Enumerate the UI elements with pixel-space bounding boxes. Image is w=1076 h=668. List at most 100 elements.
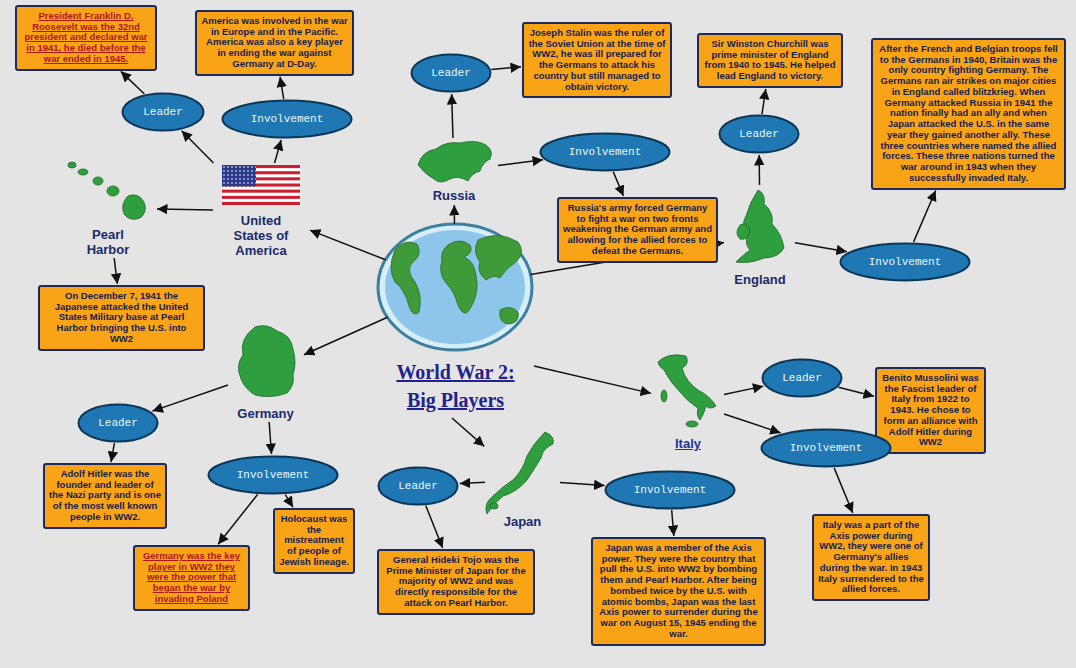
ellipse-outline <box>606 472 735 509</box>
ellipse-label: Involvement <box>569 146 642 158</box>
connector-arrow <box>121 71 145 94</box>
connector-arrow <box>834 468 853 513</box>
ellipse-label: Involvement <box>790 442 863 454</box>
info-box: Italy was a part of the Axis power durin… <box>812 514 930 601</box>
country-name: Pearl Harbor <box>79 228 137 258</box>
diagram-title: World War 2: Big Players <box>386 358 526 414</box>
topic-ellipse: Involvement <box>221 99 353 139</box>
country-name: Germany <box>237 407 293 422</box>
topic-ellipse: Leader <box>377 466 459 506</box>
connector-arrow <box>913 190 935 242</box>
country-name: England <box>734 273 785 288</box>
ellipse-outline <box>841 244 970 281</box>
ellipse-outline <box>412 55 491 92</box>
country-name: Russia <box>433 189 476 204</box>
country-name: Italy <box>675 437 701 452</box>
ellipse-label: Leader <box>782 372 822 384</box>
connector-arrow <box>452 418 484 446</box>
ellipse-label: Involvement <box>869 256 942 268</box>
connector-arrow <box>491 67 521 70</box>
connector-arrow <box>310 230 386 260</box>
info-box: Benito Mussolini was the Fascist leader … <box>875 367 986 454</box>
info-box: Germany was the key player in WW2 they w… <box>133 545 250 611</box>
topic-ellipse: Involvement <box>760 428 892 468</box>
ellipse-label: Leader <box>739 128 779 140</box>
connector-arrow <box>613 172 623 196</box>
connector-arrow <box>724 386 763 394</box>
us-flag <box>222 165 300 205</box>
connector-arrow <box>560 483 605 486</box>
connector-arrow <box>460 482 485 483</box>
box-text: Benito Mussolini was the Fascist leader … <box>881 373 980 448</box>
connector-arrow <box>304 317 388 354</box>
country-node: United States of America <box>213 163 309 259</box>
info-box: Adolf Hitler was the founder and leader … <box>43 463 167 529</box>
info-box: Holocaust was the mistreatment of people… <box>273 508 355 574</box>
ellipse-outline <box>79 405 158 442</box>
ellipse-outline <box>763 360 842 397</box>
ellipse-outline <box>223 101 352 138</box>
country-node: England <box>725 185 795 288</box>
ellipse-outline <box>720 116 799 153</box>
box-text: Sir Winston Churchill was prime minister… <box>703 39 837 82</box>
country-node: Pearl Harbor <box>60 158 156 258</box>
box-text: Adolf Hitler was the founder and leader … <box>49 469 161 523</box>
info-box: President Franklin D. Roosevelt was the … <box>15 5 157 71</box>
connector-arrow <box>724 414 781 433</box>
connector-arrow <box>762 89 766 114</box>
connector-arrow <box>275 140 282 163</box>
ellipse-outline <box>379 468 458 505</box>
connector-arrow <box>157 209 213 210</box>
connector-arrow <box>114 258 117 284</box>
ellipse-label: Leader <box>398 480 438 492</box>
ellipse-outline <box>541 134 670 171</box>
topic-ellipse: Leader <box>121 92 205 132</box>
info-box: General Hideki Tojo was the Prime Minist… <box>377 549 535 615</box>
connector-arrow <box>152 385 228 411</box>
ellipse-label: Leader <box>98 417 138 429</box>
connector-arrow <box>672 510 674 536</box>
ellipse-outline <box>762 430 891 467</box>
info-box: America was involved in the war in Europ… <box>195 10 354 76</box>
country-node: Germany <box>228 322 303 422</box>
info-box: On December 7, 1941 the Japanese attacke… <box>38 285 205 351</box>
connector-arrow <box>452 94 453 138</box>
info-box: Russia's army forced Germany to fight a … <box>557 197 718 263</box>
country-node: Russia <box>410 138 498 204</box>
info-box: After the French and Belgian troops fell… <box>871 38 1066 190</box>
connector-arrow <box>534 366 651 393</box>
ellipse-outline <box>123 94 204 131</box>
box-text: General Hideki Tojo was the Prime Minist… <box>383 555 529 609</box>
info-box: Sir Winston Churchill was prime minister… <box>697 33 843 88</box>
topic-ellipse: Involvement <box>539 132 671 172</box>
connector-arrow <box>498 160 543 166</box>
country-node: Italy <box>652 352 724 452</box>
connector-arrow <box>218 494 257 544</box>
ellipse-label: Leader <box>431 67 471 79</box>
ellipse-label: Involvement <box>634 484 707 496</box>
topic-ellipse: Involvement <box>839 242 971 282</box>
connector-arrow <box>182 131 214 163</box>
connector-arrow <box>269 422 271 454</box>
box-text: President Franklin D. Roosevelt was the … <box>21 11 151 65</box>
connector-arrow <box>838 387 874 396</box>
country-name: Japan <box>504 515 542 530</box>
ellipse-label: Involvement <box>251 113 324 125</box>
connector-arrow <box>454 205 456 224</box>
country-node: Japan <box>485 430 560 530</box>
connector-arrow <box>426 506 443 548</box>
box-text: Russia's army forced Germany to fight a … <box>563 203 712 257</box>
box-text: On December 7, 1941 the Japanese attacke… <box>44 291 199 345</box>
info-box: Joseph Stalin was the ruler of the Sovie… <box>522 22 672 98</box>
connector-arrow <box>111 443 114 462</box>
box-text: Japan was a member of the Axis power. Th… <box>597 543 760 640</box>
info-box: Japan was a member of the Axis power. Th… <box>591 537 766 646</box>
connector-arrow <box>795 243 847 252</box>
box-text: Joseph Stalin was the ruler of the Sovie… <box>528 28 666 92</box>
topic-ellipse: Leader <box>718 114 800 154</box>
topic-ellipse: Leader <box>761 358 843 398</box>
box-text: Germany was the key player in WW2 they w… <box>139 551 244 605</box>
box-text: After the French and Belgian troops fell… <box>877 44 1060 184</box>
connector-arrow <box>285 495 293 507</box>
globe-node: World War 2: Big Players <box>377 224 534 414</box>
